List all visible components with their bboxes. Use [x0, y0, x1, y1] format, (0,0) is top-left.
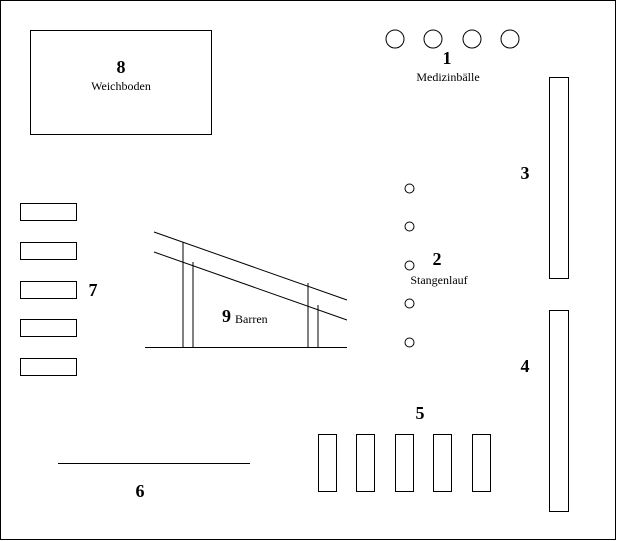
station-6: 6 — [58, 463, 250, 501]
pole-marker — [404, 221, 415, 232]
station-3: 3 — [521, 77, 569, 279]
weichboden-label: Weichboden — [91, 79, 151, 93]
barren-label: Barren — [235, 312, 268, 326]
stangenlauf-number: 2 — [433, 249, 442, 269]
medicine-ball — [423, 29, 443, 49]
box-5 — [356, 434, 375, 492]
medicine-ball — [385, 29, 405, 49]
stangenlauf-label: Stangenlauf — [410, 273, 467, 287]
medizinballe-number: 1 — [443, 48, 452, 68]
box-5 — [433, 434, 452, 492]
box-5 — [395, 434, 414, 492]
box-7 — [20, 319, 77, 337]
weichboden-mat — [30, 30, 212, 135]
pole-marker — [404, 337, 415, 348]
station-3-number: 3 — [521, 163, 530, 183]
station-6-number: 6 — [136, 481, 145, 501]
pole-marker — [404, 260, 415, 271]
box-5 — [472, 434, 491, 492]
station-barren: 9 Barren — [145, 231, 348, 348]
bench-3 — [549, 77, 569, 279]
pole-marker — [404, 183, 415, 194]
box-7 — [20, 203, 77, 221]
station-7-number: 7 — [89, 280, 98, 300]
medizinballe-label: Medizinbälle — [416, 70, 479, 84]
station-7: 7 — [20, 203, 98, 376]
station-5: 5 — [318, 403, 491, 492]
box-7 — [20, 358, 77, 376]
bench-4 — [549, 310, 569, 512]
box-7 — [20, 281, 77, 299]
station-stangenlauf: 2 Stangenlauf — [404, 183, 468, 348]
barren-number: 9 — [222, 306, 231, 326]
box-7 — [20, 242, 77, 260]
box-5 — [318, 434, 337, 492]
station-weichboden: 8 Weichboden — [30, 30, 212, 135]
barren-bar-top — [153, 231, 348, 301]
station-4-number: 4 — [521, 356, 530, 376]
barren-bar-bottom — [153, 251, 348, 321]
station-5-number: 5 — [416, 403, 425, 423]
station-medizinballe: 1 Medizinbälle — [385, 29, 520, 84]
medicine-ball — [500, 29, 520, 49]
weichboden-number: 8 — [117, 57, 126, 77]
pole-marker — [404, 298, 415, 309]
station-4: 4 — [521, 310, 569, 512]
medicine-ball — [462, 29, 482, 49]
